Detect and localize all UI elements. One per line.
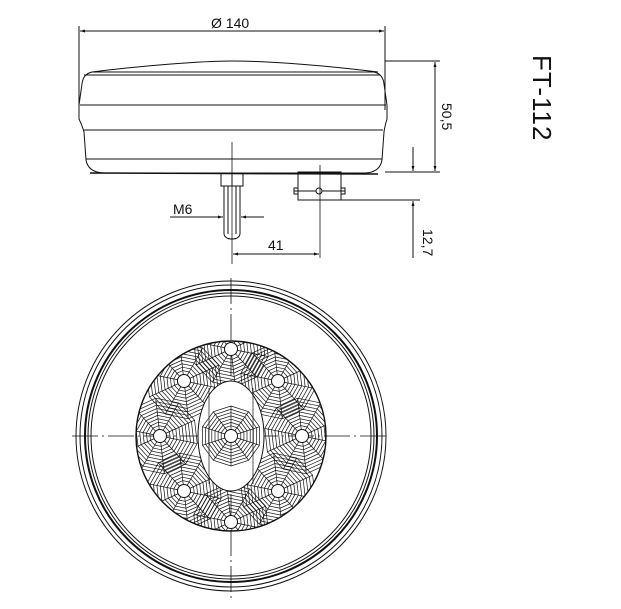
led-hole bbox=[271, 484, 285, 498]
led-hole bbox=[271, 374, 285, 388]
thread-label: M6 bbox=[173, 201, 193, 217]
model-number: FT-112 bbox=[527, 55, 557, 142]
led-hole bbox=[177, 484, 191, 498]
led-hole bbox=[295, 429, 309, 443]
led-hole bbox=[153, 429, 167, 443]
front-view bbox=[72, 278, 390, 598]
side-view bbox=[78, 26, 440, 264]
led-hole bbox=[224, 429, 238, 443]
bolt-offset-label: 41 bbox=[268, 237, 284, 253]
led-hole bbox=[177, 374, 191, 388]
led-hole bbox=[224, 515, 238, 529]
led-hole bbox=[224, 342, 238, 356]
connector-height-label: 12,7 bbox=[420, 229, 436, 257]
diameter-label: Ø 140 bbox=[211, 15, 250, 31]
height-label: 50,5 bbox=[439, 103, 455, 131]
